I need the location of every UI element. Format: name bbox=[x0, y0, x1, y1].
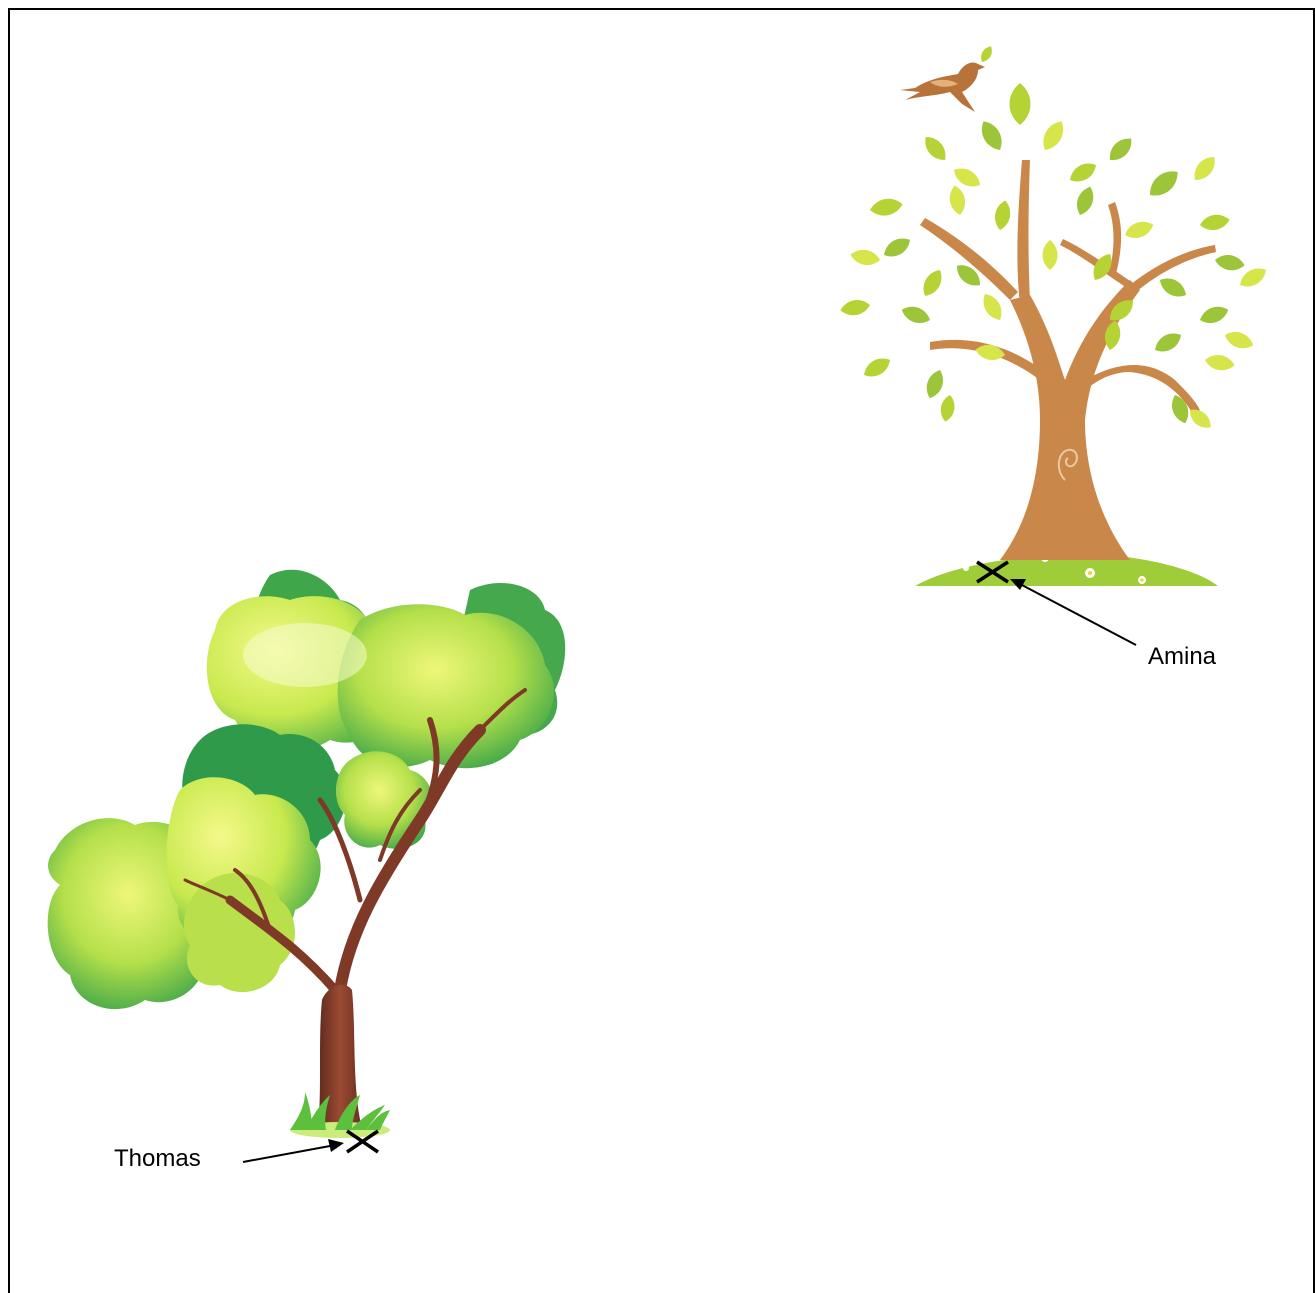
thomas-arrow bbox=[243, 1139, 344, 1162]
bird-icon bbox=[900, 44, 995, 112]
amina-label: Amina bbox=[1148, 643, 1216, 671]
amina-arrow bbox=[1010, 579, 1136, 645]
left-tree-foliage bbox=[48, 570, 566, 1009]
right-tree bbox=[839, 44, 1270, 586]
thomas-label: Thomas bbox=[114, 1145, 201, 1173]
right-tree-trunk bbox=[920, 160, 1216, 560]
left-tree bbox=[48, 570, 566, 1138]
